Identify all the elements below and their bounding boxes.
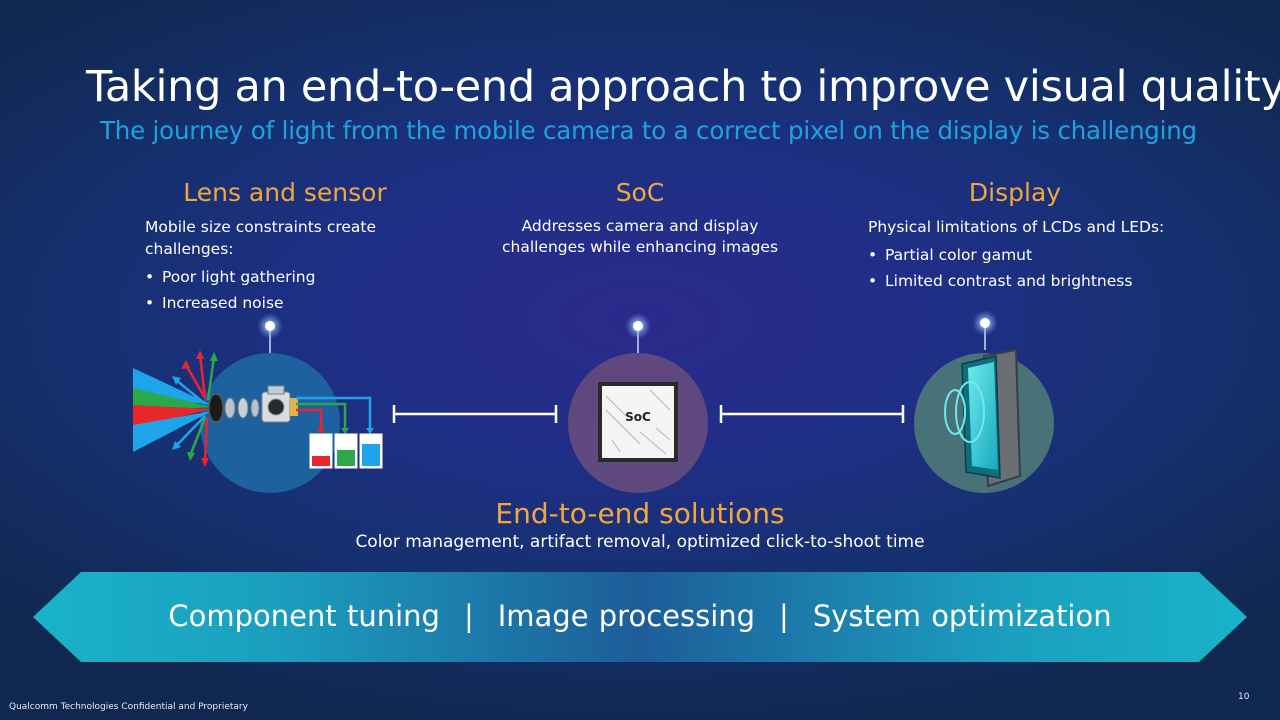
lens-intro: Mobile size constraints create challenge… <box>145 218 377 258</box>
page-number: 10 <box>1238 692 1250 702</box>
soc-text-line2: challenges while enhancing images <box>501 238 779 256</box>
pin-icon <box>625 313 651 353</box>
solutions-heading: End-to-end solutions <box>495 497 785 530</box>
pin-icon <box>972 310 998 350</box>
display-description: Physical limitations of LCDs and LEDs: P… <box>868 216 1188 296</box>
slide-subtitle: The journey of light from the mobile cam… <box>100 116 1197 145</box>
slide-title: Taking an end-to-end approach to improve… <box>86 62 1280 112</box>
soc-chip-label: SoC <box>625 410 651 424</box>
soc-text-line1: Addresses camera and display <box>521 217 759 235</box>
soc-description: Addresses camera and display challenges … <box>500 216 780 258</box>
banner-item-component-tuning: Component tuning <box>168 599 440 633</box>
banner-separator: | <box>463 599 474 633</box>
banner-item-system-optimization: System optimization <box>812 599 1112 633</box>
display-heading: Display <box>968 178 1062 207</box>
lens-bullets: Poor light gathering Increased noise <box>145 266 465 314</box>
display-intro: Physical limitations of LCDs and LEDs: <box>868 218 1165 236</box>
footer-confidential: Qualcomm Technologies Confidential and P… <box>9 702 248 712</box>
solutions-text: Color management, artifact removal, opti… <box>355 532 925 552</box>
pipeline-diagram: SoC <box>133 310 1054 493</box>
approach-banner: Component tuning | Image processing | System… <box>33 572 1247 662</box>
display-bullet: Partial color gamut <box>868 244 1188 266</box>
lens-bullet: Poor light gathering <box>145 266 465 288</box>
connector-lines <box>392 405 905 423</box>
pin-icon <box>257 313 283 353</box>
camera-light-icon <box>133 350 383 493</box>
lens-description: Mobile size constraints create challenge… <box>145 216 465 318</box>
display-bullet: Limited contrast and brightness <box>868 270 1188 292</box>
display-bullets: Partial color gamut Limited contrast and… <box>868 244 1188 292</box>
display-phone-icon <box>914 348 1054 493</box>
soc-chip-icon: SoC <box>568 353 708 493</box>
soc-heading: SoC <box>615 178 665 207</box>
banner-separator: | <box>779 599 789 633</box>
banner-item-image-processing: Image processing <box>497 599 756 633</box>
lens-heading: Lens and sensor <box>183 178 387 207</box>
lens-bullet: Increased noise <box>145 292 465 314</box>
